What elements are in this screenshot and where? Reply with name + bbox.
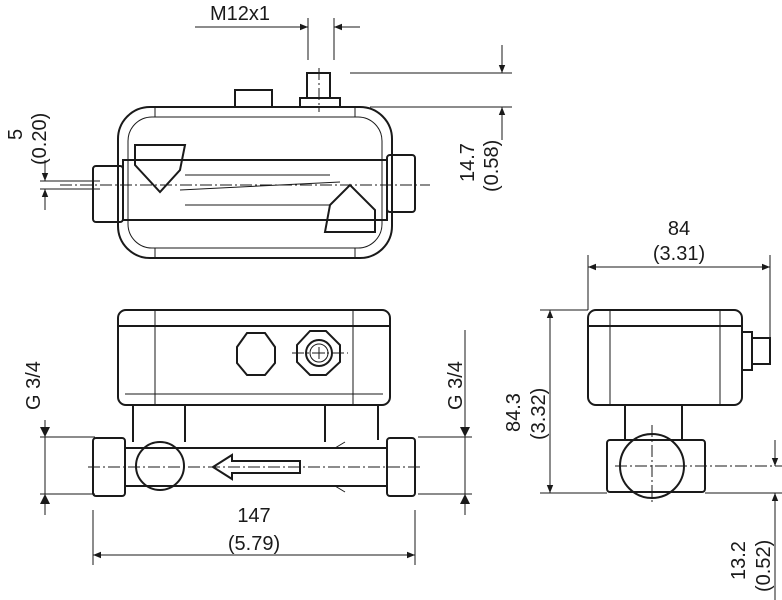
- dim-thread-left: G 3/4: [23, 361, 95, 515]
- dim-connector-height: 14.7 (0.58): [350, 45, 512, 192]
- svg-text:(0.20): (0.20): [29, 113, 51, 165]
- dim-width: 84 (3.31): [587, 218, 771, 340]
- connector-hex: [296, 330, 341, 376]
- dim-height: 84.3 (3.32): [503, 309, 607, 494]
- svg-text:5: 5: [5, 129, 27, 140]
- plug: [234, 89, 273, 108]
- svg-text:147: 147: [237, 505, 270, 527]
- svg-text:84: 84: [668, 218, 690, 240]
- svg-text:(5.79): (5.79): [228, 533, 280, 555]
- svg-text:G 3/4: G 3/4: [23, 361, 45, 410]
- flow-arrow-icon: [211, 453, 301, 481]
- dim-thread: M12x1: [195, 3, 360, 60]
- dim-thread-right: G 3/4: [418, 330, 472, 515]
- thread-label: M12x1: [210, 3, 270, 25]
- pipe-section: [135, 441, 185, 491]
- dim-pipe-axis: 13.2 (0.52): [705, 440, 782, 600]
- svg-text:84.3: 84.3: [503, 393, 525, 432]
- svg-text:(0.52): (0.52): [753, 540, 775, 592]
- plug-hex: [236, 332, 276, 376]
- svg-text:G 3/4: G 3/4: [445, 361, 467, 410]
- dim-length: 147 (5.79): [92, 505, 416, 565]
- top-view: [60, 68, 430, 259]
- dim-offset: 5 (0.20): [5, 113, 100, 210]
- side-view: [587, 309, 782, 505]
- svg-text:(0.58): (0.58): [481, 140, 503, 192]
- svg-text:14.7: 14.7: [457, 143, 479, 182]
- side-connector: [751, 337, 771, 365]
- connector-base: [299, 97, 341, 108]
- svg-text:13.2: 13.2: [728, 541, 750, 580]
- svg-text:(3.31): (3.31): [653, 243, 705, 265]
- front-view: [88, 309, 420, 497]
- svg-text:(3.32): (3.32): [528, 388, 550, 440]
